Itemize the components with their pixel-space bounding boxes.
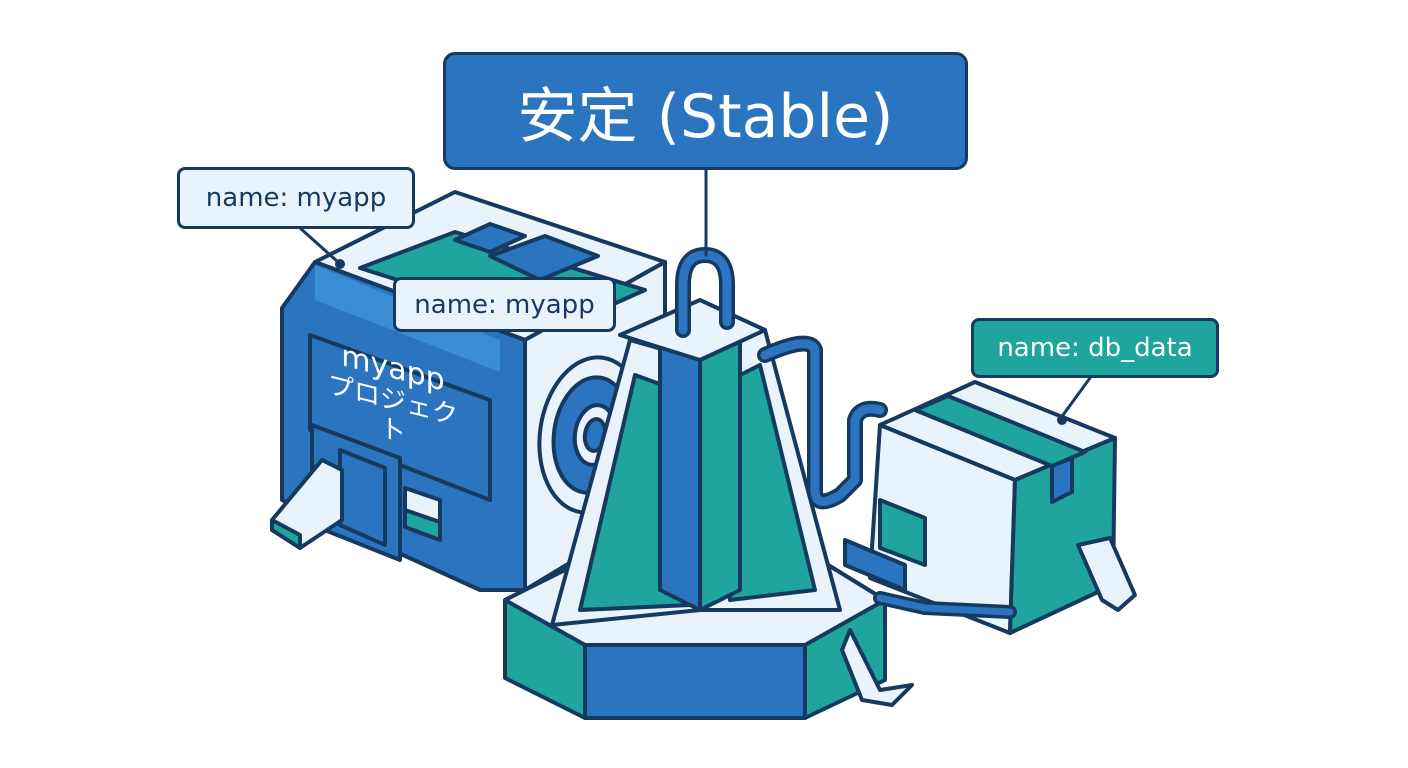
anchor-weight	[503, 247, 914, 720]
app-name-tag-box: name: myapp	[393, 277, 616, 332]
app-name-tag-box-text: name: myapp	[414, 289, 595, 320]
app-name-tag-top-text: name: myapp	[205, 183, 387, 213]
app-name-tag-top: name: myapp	[177, 167, 415, 229]
connection-pipe	[757, 335, 1017, 619]
stability-title-badge: 安定 (Stable)	[443, 52, 968, 170]
db-name-tag: name: db_data	[971, 318, 1219, 378]
db-name-tag-text: name: db_data	[997, 333, 1193, 363]
stability-title-text: 安定 (Stable)	[517, 81, 894, 152]
callout-leaders	[298, 166, 1092, 417]
db-volume-box	[843, 380, 1137, 635]
